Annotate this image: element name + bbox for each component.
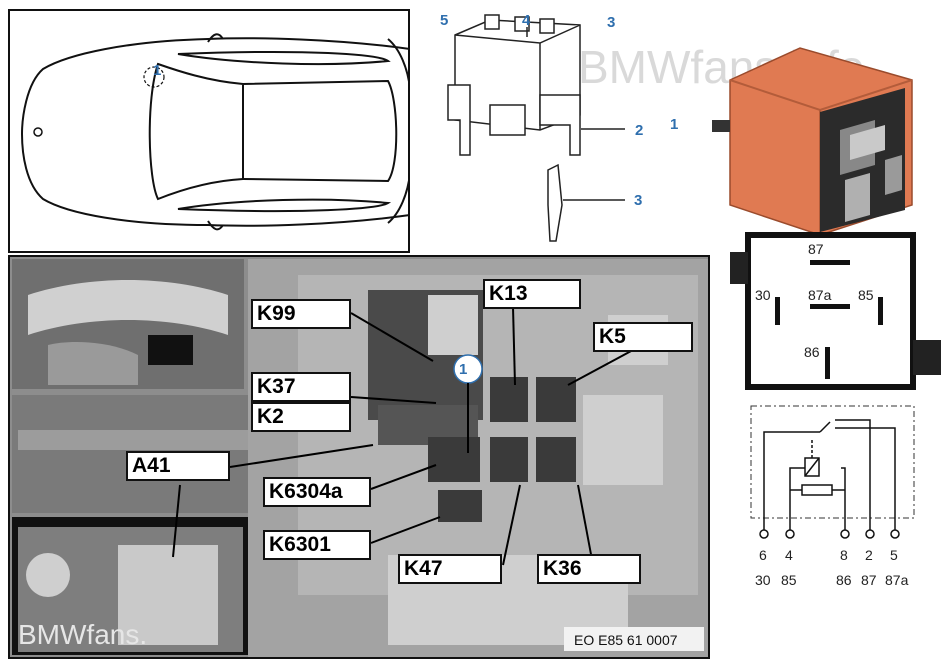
fuse-box-callout-1: 1 xyxy=(459,361,468,378)
pin-87-label: 87 xyxy=(808,241,824,257)
relay-schematic: 6 4 8 2 5 30 85 86 87 87a xyxy=(745,400,920,595)
watermark-bottom: BMWfans. xyxy=(18,619,148,650)
pin-86-label: 86 xyxy=(804,344,820,360)
exploded-callout-4: 4 xyxy=(522,12,531,29)
label-k2: K2 xyxy=(251,402,351,432)
relay-callout-1: 1 xyxy=(670,116,679,133)
car-view-callout-1: 1 xyxy=(153,62,162,79)
schematic-pin-4: 4 xyxy=(785,547,793,563)
exploded-callout-3-side: 3 xyxy=(634,192,643,209)
schematic-terminal-85: 85 xyxy=(781,572,797,588)
label-k5: K5 xyxy=(593,322,693,352)
schematic-pin-6: 6 xyxy=(759,547,767,563)
car-outline-drawing xyxy=(20,33,410,231)
pin-85-label: 85 xyxy=(858,287,874,303)
schematic-drawing xyxy=(750,405,915,539)
relay-drawing xyxy=(712,47,913,236)
connector-drawing xyxy=(447,14,625,242)
schematic-terminal-86: 86 xyxy=(836,572,852,588)
fuse-box-panel: K99 K13 K5 K37 K2 A41 K6304a K6301 K47 K… xyxy=(8,255,710,659)
reference-number: EO E85 61 0007 xyxy=(574,632,678,648)
exploded-callout-2: 2 xyxy=(635,122,644,139)
schematic-terminal-87a: 87a xyxy=(885,572,909,588)
label-k37: K37 xyxy=(251,372,351,402)
pin-30-label: 30 xyxy=(755,287,771,303)
label-a41: A41 xyxy=(126,451,230,481)
schematic-terminal-87: 87 xyxy=(861,572,877,588)
pin-diagram-frame xyxy=(730,232,941,390)
schematic-pin-5: 5 xyxy=(890,547,898,563)
relay-image: 1 xyxy=(670,40,920,240)
car-view-panel: 1 xyxy=(8,9,410,253)
fuse-box-photo xyxy=(10,257,708,657)
label-k6301: K6301 xyxy=(263,530,371,560)
connector-exploded-view: 5 4 3 2 3 xyxy=(430,5,670,255)
label-k36: K36 xyxy=(537,554,641,584)
exploded-callout-5: 5 xyxy=(440,12,449,29)
label-k6304a: K6304a xyxy=(263,477,371,507)
label-k47: K47 xyxy=(398,554,502,584)
relay-pin-diagram: 87 30 87a 85 86 xyxy=(728,232,943,392)
pin-87a-label: 87a xyxy=(808,287,832,303)
label-k13: K13 xyxy=(483,279,581,309)
schematic-pin-2: 2 xyxy=(865,547,873,563)
label-k99: K99 xyxy=(251,299,351,329)
schematic-pin-8: 8 xyxy=(840,547,848,563)
schematic-terminal-30: 30 xyxy=(755,572,771,588)
exploded-callout-3-top: 3 xyxy=(607,14,616,31)
